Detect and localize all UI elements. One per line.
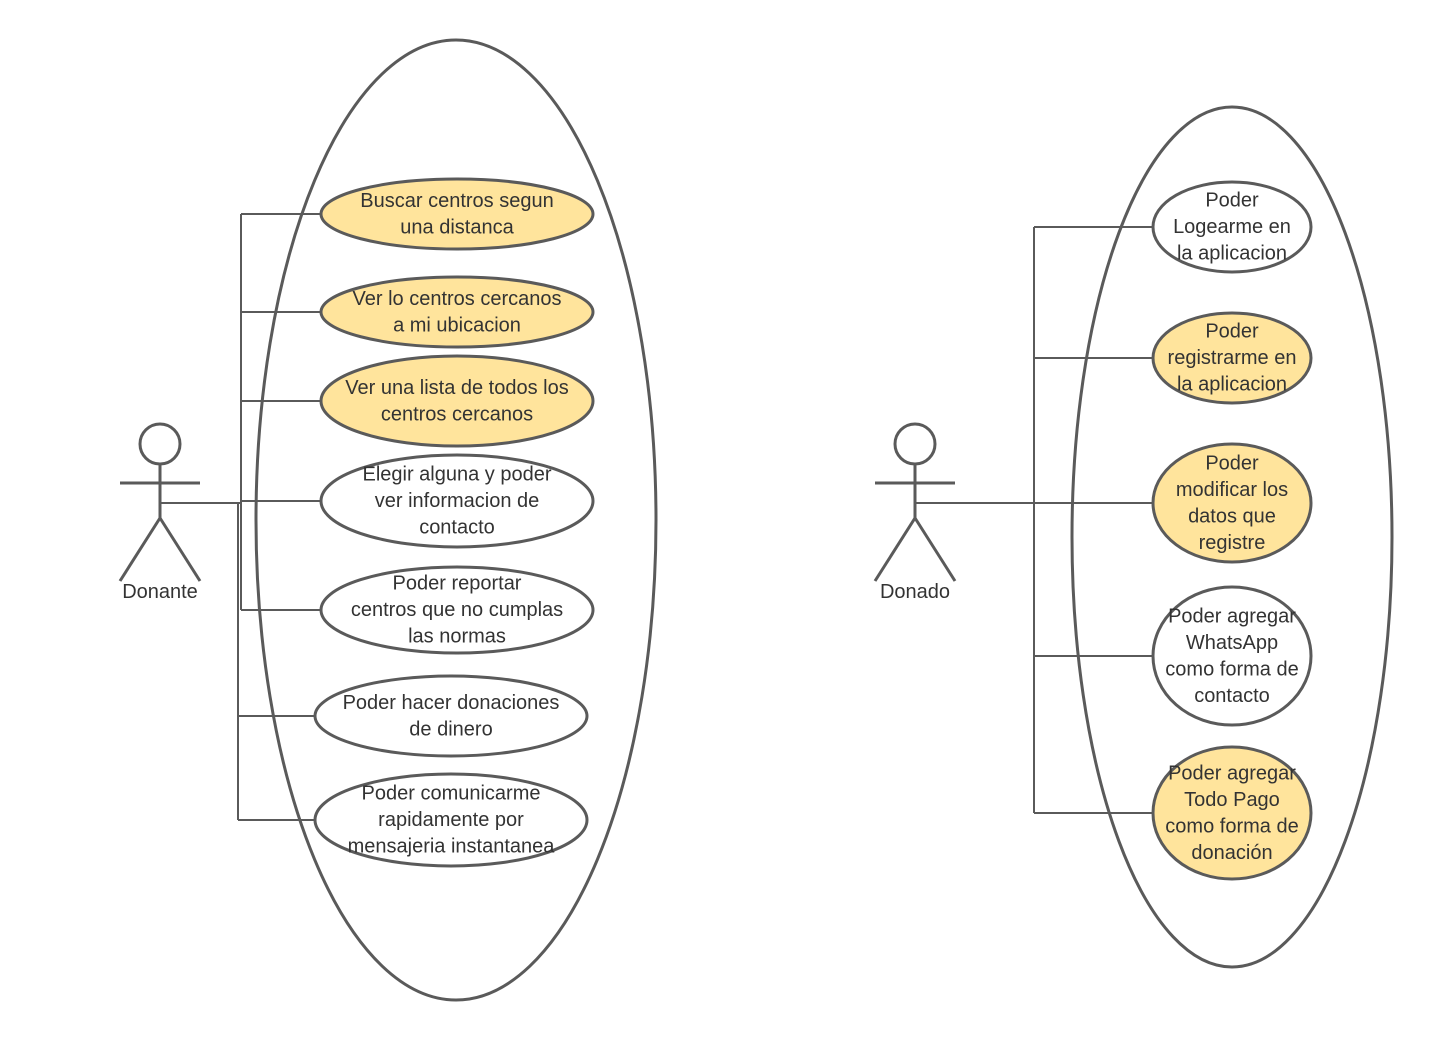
use-case-label: centros que no cumplas (351, 599, 563, 621)
use-case-label: una distanca (400, 216, 514, 238)
use-case-label: las normas (408, 626, 506, 648)
actor-right: Donado (873, 422, 957, 603)
actor-right-leg (158, 517, 202, 582)
use-case-left-1: Buscar centros segun una distanca (319, 177, 595, 251)
use-case-label: Ver una lista de todos los (345, 377, 568, 399)
use-case-label: registre (1199, 532, 1266, 554)
use-case-label: contacto (1194, 685, 1270, 707)
use-case-ellipse (313, 674, 589, 758)
actor-head (893, 422, 937, 466)
use-case-label: contacto (419, 517, 495, 539)
use-case-ellipse (1151, 585, 1313, 727)
system-boundaries (254, 38, 1394, 1002)
actor-label: Donado (880, 581, 950, 603)
use-case-label: Poder agregar (1168, 605, 1296, 627)
use-case-label: Poder (1205, 452, 1259, 474)
use-case-left-5: Poder reportar centros que no cumplas las … (319, 565, 595, 655)
use-case-label: modificar los (1176, 479, 1288, 501)
use-case-label: como forma de (1165, 815, 1298, 837)
use-case-ellipse (1151, 442, 1313, 564)
connectors (160, 213, 1153, 821)
actor-right-leg (913, 517, 957, 582)
use-case-label: Logearme en (1173, 216, 1291, 238)
use-case-label: Poder (1205, 321, 1259, 343)
actor-head (138, 422, 182, 466)
use-case-left-2: Ver lo centros cercanos a mi ubicacion (319, 275, 595, 349)
use-case-label: WhatsApp (1186, 632, 1278, 654)
use-case-label: Buscar centros segun (360, 190, 553, 212)
system-boundary-left (254, 38, 658, 1002)
use-case-ellipse (1151, 311, 1313, 405)
use-case-label: datos que (1188, 505, 1276, 527)
use-case-ellipse (1151, 745, 1313, 881)
use-case-label: centros cercanos (381, 403, 533, 425)
use-case-label: Poder comunicarme (362, 783, 541, 805)
use-case-label: Poder (1205, 190, 1259, 212)
use-case-label: Elegir alguna y poder (362, 464, 551, 486)
use-case-label: rapidamente por (378, 809, 524, 831)
use-case-label: la aplicacion (1177, 374, 1287, 396)
use-case-label: mensajeria instantanea (348, 836, 556, 858)
actors: Donante Donado (118, 422, 957, 603)
use-case-label: como forma de (1165, 658, 1298, 680)
use-case-ellipse (313, 772, 589, 868)
actor-left-leg (118, 517, 162, 582)
use-case-label: la aplicacion (1177, 243, 1287, 265)
actor-left-leg (873, 517, 917, 582)
use-case-ellipse (319, 565, 595, 655)
use-case-label: Todo Pago (1184, 789, 1280, 811)
actor-label: Donante (122, 581, 198, 603)
actor-left: Donante (118, 422, 202, 603)
use-case-left-6: Poder hacer donaciones de dinero (313, 674, 589, 758)
use-case-label: Poder hacer donaciones (343, 692, 560, 714)
use-case-label: registrarme en (1168, 347, 1297, 369)
use-case-ellipse (319, 275, 595, 349)
use-case-ellipse (319, 354, 595, 448)
use-case-right-2: Poder registrarme en la aplicacion (1151, 311, 1313, 405)
use-case-label: Poder reportar (393, 573, 522, 595)
use-case-right-3: Poder modificar los datos que registre (1151, 442, 1313, 564)
use-case-label: ver informacion de (375, 490, 540, 512)
use-case-ellipse (1151, 180, 1313, 274)
use-case-label: Poder agregar (1168, 762, 1296, 784)
use-case-ellipse (319, 177, 595, 251)
use-case-label: a mi ubicacion (393, 314, 521, 336)
use-case-left-3: Ver una lista de todos los centros cercan… (319, 354, 595, 448)
use-case-left-7: Poder comunicarme rapidamente por mensajer… (313, 772, 589, 868)
use-case-ellipse (319, 453, 595, 549)
use-case-label: donación (1191, 842, 1272, 864)
use-case-label: de dinero (409, 718, 492, 740)
system-boundary-right (1070, 105, 1394, 969)
use-case-left-4: Elegir alguna y poder ver informacion de c… (319, 453, 595, 549)
use-case-label: Ver lo centros cercanos (353, 288, 562, 310)
